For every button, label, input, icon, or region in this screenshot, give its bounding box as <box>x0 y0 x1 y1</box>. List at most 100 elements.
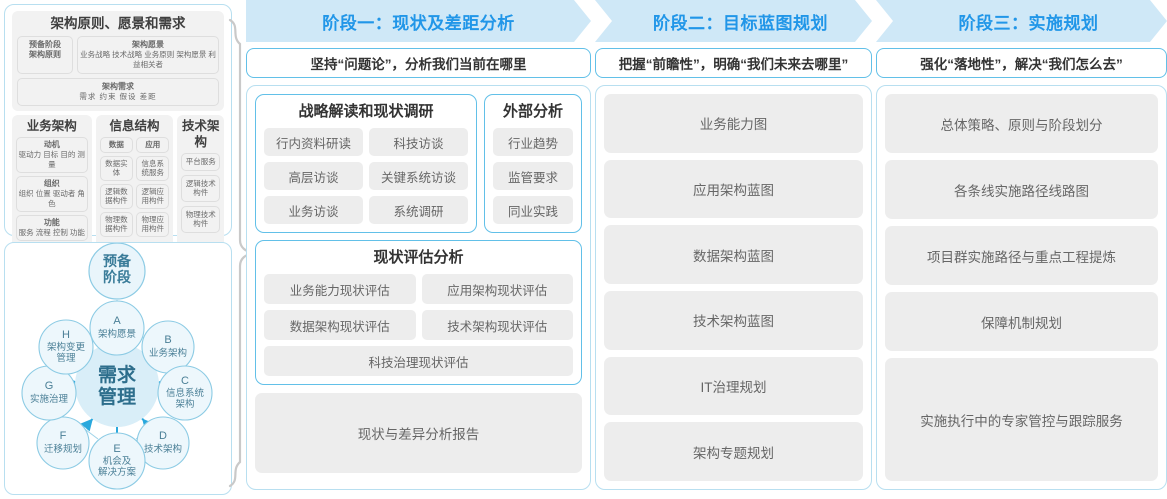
phase-3-subtitle: 强化“落地性”，解决“我们怎么去” <box>876 48 1167 78</box>
adm-cycle-panel: 预备 阶段 需求 管理 A 架构愿景 B 业务架构 C 信息系统 架构 D 技术… <box>4 242 232 495</box>
svg-text:实施治理: 实施治理 <box>30 393 69 405</box>
chip-research-4[interactable]: 业务访谈 <box>264 196 363 224</box>
data-sub-item-3: 物理数据构件 <box>99 211 134 237</box>
application-sub-item-2: 逻辑应用构件 <box>136 183 170 209</box>
phase-1-report[interactable]: 现状与差异分析报告 <box>255 393 582 473</box>
phase-3-banner-shape <box>876 0 1167 42</box>
chip-assess-4[interactable]: 科技治理现状评估 <box>264 346 573 376</box>
svg-text:预备: 预备 <box>103 253 132 269</box>
phase-1-top-cards: 战略解读和现状调研 行内资料研读 科技访谈 高层访谈 关键系统访谈 业务访谈 系… <box>255 94 582 233</box>
svg-text:F: F <box>60 430 67 442</box>
phase-2-item-0[interactable]: 业务能力图 <box>604 94 863 153</box>
togaf-content-framework-panel: 架构原则、愿景和需求 预备阶段 架构原则 架构愿景 业务战略 技术战略 业务原则… <box>4 4 232 299</box>
phase-2-banner: 阶段二：目标蓝图规划 <box>595 0 872 42</box>
architecture-vision-line1: 架构愿景 <box>132 40 164 49</box>
phase-3-banner-text: 阶段三：实施规划 <box>958 13 1099 33</box>
business-cell-organization: 组织 组织 位置 驱动者 角色 <box>16 176 88 212</box>
phase-1-banner-shape <box>246 0 591 42</box>
chip-research-2[interactable]: 高层访谈 <box>264 162 363 190</box>
phase-3-item-0[interactable]: 总体策略、原则与阶段划分 <box>885 94 1158 154</box>
chip-research-1[interactable]: 科技访谈 <box>369 128 468 156</box>
phase-2-item-5[interactable]: 架构专题规划 <box>604 422 863 482</box>
chip-assess-1[interactable]: 应用架构现状评估 <box>421 274 573 304</box>
svg-text:业务架构: 业务架构 <box>149 347 187 359</box>
phase-2-banner-text: 阶段二：目标蓝图规划 <box>653 13 828 33</box>
business-cell-organization-title: 组织 <box>43 179 60 188</box>
architecture-requirement-line1: 架构需求 <box>102 82 134 91</box>
information-sub-columns: 数据 数据实体 逻辑数据构件 物理数据构件 应用 信息系统服务 逻辑应用构件 物… <box>99 137 170 240</box>
chip-assess-2[interactable]: 数据架构现状评估 <box>264 310 416 340</box>
svg-text:D: D <box>159 430 167 442</box>
architecture-columns-row: 业务架构 动机 驱动力 目标 目的 测量 组织 组织 位置 驱动者 角色 功能 … <box>12 115 224 248</box>
business-architecture-column: 业务架构 动机 驱动力 目标 目的 测量 组织 组织 位置 驱动者 角色 功能 … <box>12 115 92 248</box>
technology-item-1: 逻辑技术构件 <box>181 174 220 202</box>
vision-requirements-block: 架构原则、愿景和需求 预备阶段 架构原则 架构愿景 业务战略 技术战略 业务原则… <box>12 11 224 111</box>
svg-text:管理: 管理 <box>98 385 136 408</box>
card-current-state-assessment-items: 业务能力现状评估 应用架构现状评估 数据架构现状评估 技术架构现状评估 科技治理… <box>264 274 573 376</box>
card-external-analysis-items: 行业趋势 监管要求 同业实践 <box>493 128 573 224</box>
chip-research-3[interactable]: 关键系统访谈 <box>369 162 468 190</box>
svg-text:信息系统: 信息系统 <box>166 387 205 399</box>
phase-3-item-4[interactable]: 实施执行中的专家管控与跟踪服务 <box>885 358 1158 481</box>
phase-2-item-4[interactable]: IT治理规划 <box>604 356 863 416</box>
chip-external-1[interactable]: 监管要求 <box>493 162 573 190</box>
phase-1-body: 战略解读和现状调研 行内资料研读 科技访谈 高层访谈 关键系统访谈 业务访谈 系… <box>246 85 591 490</box>
phase-3: 阶段三：实施规划 强化“落地性”，解决“我们怎么去” 总体策略、原则与阶段划分 … <box>876 0 1167 499</box>
svg-text:A: A <box>113 315 121 327</box>
chip-external-2[interactable]: 同业实践 <box>493 196 573 224</box>
data-sub-item-2: 逻辑数据构件 <box>99 183 134 209</box>
card-external-analysis-title: 外部分析 <box>502 103 563 120</box>
application-sub-item-1: 信息系统服务 <box>136 155 170 181</box>
architecture-vision-cell: 架构愿景 业务战略 技术战略 业务原则 架构愿景 利益相关者 <box>77 36 219 74</box>
phase-2: 阶段二：目标蓝图规划 把握“前瞻性”，明确“我们未来去哪里” 业务能力图 应用架… <box>595 0 872 499</box>
architecture-requirement-line2: 需求 约束 假设 差距 <box>79 92 157 101</box>
svg-text:架构愿景: 架构愿景 <box>98 328 136 340</box>
svg-text:B: B <box>164 334 171 346</box>
chip-assess-3[interactable]: 技术架构现状评估 <box>421 310 573 340</box>
phase-2-subtitle: 把握“前瞻性”，明确“我们未来去哪里” <box>595 48 872 78</box>
card-strategy-research-items: 行内资料研读 科技访谈 高层访谈 关键系统访谈 业务访谈 系统调研 <box>264 128 468 224</box>
prep-phase-line2: 架构原则 <box>29 50 61 59</box>
chip-research-0[interactable]: 行内资料研读 <box>264 128 363 156</box>
business-cell-motivation-items: 驱动力 目标 目的 测量 <box>18 150 85 169</box>
phase-3-item-3[interactable]: 保障机制规划 <box>885 292 1158 352</box>
phase-3-item-2[interactable]: 项目群实施路径与重点工程提炼 <box>885 226 1158 286</box>
card-strategy-research: 战略解读和现状调研 行内资料研读 科技访谈 高层访谈 关键系统访谈 业务访谈 系… <box>255 94 477 233</box>
phase-2-banner-shape <box>595 0 872 42</box>
phase-2-item-1[interactable]: 应用架构蓝图 <box>604 159 863 219</box>
technology-item-2: 物理技术构件 <box>181 205 220 233</box>
data-sub-column: 数据 数据实体 逻辑数据构件 物理数据构件 <box>99 137 134 240</box>
phase-2-item-3[interactable]: 技术架构蓝图 <box>604 291 863 350</box>
chip-assess-0[interactable]: 业务能力现状评估 <box>264 274 416 304</box>
business-cell-function: 功能 服务 流程 控制 功能 <box>16 215 88 241</box>
phase-2-items: 业务能力图 应用架构蓝图 数据架构蓝图 技术架构蓝图 IT治理规划 架构专题规划 <box>604 94 863 482</box>
information-structure-column: 信息结构 数据 数据实体 逻辑数据构件 物理数据构件 应用 信息系统服务 逻辑应… <box>95 115 174 248</box>
technology-architecture-header: 技术架构 <box>181 119 220 149</box>
phase-3-item-1[interactable]: 各条线实施路径线路图 <box>885 160 1158 220</box>
phase-3-banner: 阶段三：实施规划 <box>876 0 1167 42</box>
prep-phase-line1: 预备阶段 <box>29 40 61 49</box>
vision-row: 预备阶段 架构原则 架构愿景 业务战略 技术战略 业务原则 架构愿景 利益相关者 <box>17 36 219 74</box>
information-structure-header: 信息结构 <box>109 119 160 133</box>
prep-phase-cell: 预备阶段 架构原则 <box>17 36 73 74</box>
data-sub-item-1: 数据实体 <box>99 155 134 181</box>
card-current-state-assessment: 现状评估分析 业务能力现状评估 应用架构现状评估 数据架构现状评估 技术架构现状… <box>255 240 582 385</box>
business-cell-motivation-title: 动机 <box>43 140 60 149</box>
phases-container: 阶段一：现状及差距分析 坚持“问题论”，分析我们当前在哪里 战略解读和现状调研 … <box>246 0 1167 499</box>
phase-1-banner: 阶段一：现状及差距分析 <box>246 0 591 42</box>
svg-text:C: C <box>181 375 189 387</box>
business-cell-function-title: 功能 <box>43 218 60 227</box>
application-sub-item-0: 应用 <box>136 137 170 153</box>
svg-text:G: G <box>45 380 54 392</box>
card-current-state-assessment-title: 现状评估分析 <box>373 249 464 266</box>
svg-text:E: E <box>113 443 120 455</box>
phase-1-subtitle: 坚持“问题论”，分析我们当前在哪里 <box>246 48 591 78</box>
business-architecture-header: 业务架构 <box>26 119 77 133</box>
application-sub-item-3: 物理应用构件 <box>136 211 170 237</box>
left-column: 架构原则、愿景和需求 预备阶段 架构原则 架构愿景 业务战略 技术战略 业务原则… <box>4 4 232 495</box>
phase-2-item-2[interactable]: 数据架构蓝图 <box>604 225 863 285</box>
chip-research-5[interactable]: 系统调研 <box>369 196 468 224</box>
chip-external-0[interactable]: 行业趋势 <box>493 128 573 156</box>
svg-text:架构: 架构 <box>175 398 194 410</box>
